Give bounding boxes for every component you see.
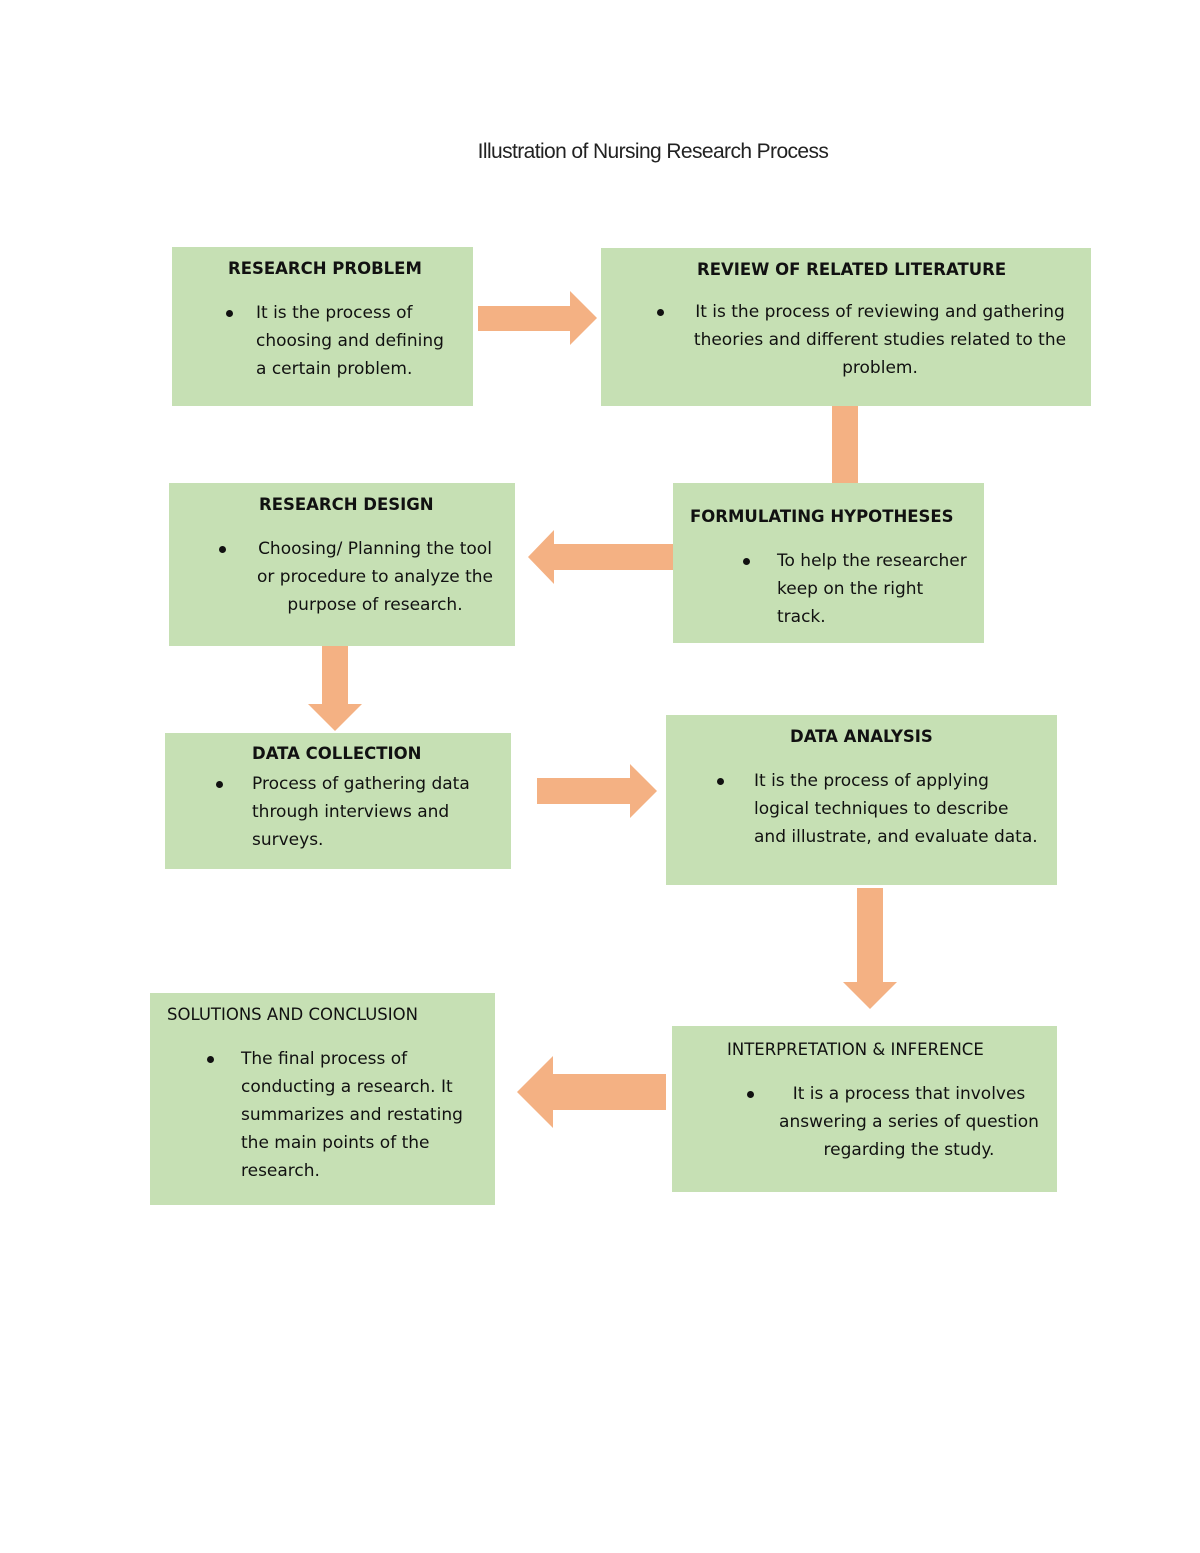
step-review-literature: REVIEW OF RELATED LITERATURE It is the p… — [601, 248, 1091, 406]
step-title: INTERPRETATION & INFERENCE — [727, 1040, 984, 1059]
step-solutions-conclusion: SOLUTIONS AND CONCLUSION The final proce… — [150, 993, 495, 1205]
step-title: RESEARCH PROBLEM — [228, 259, 422, 278]
arrow-down-2 — [308, 638, 362, 731]
diagram-title: Illustration of Nursing Research Process — [477, 140, 829, 163]
step-research-problem: RESEARCH PROBLEM It is the process of ch… — [172, 247, 473, 406]
step-title: DATA ANALYSIS — [790, 727, 933, 746]
step-description: Process of gathering data through interv… — [216, 770, 495, 854]
step-data-analysis: DATA ANALYSIS It is the process of apply… — [666, 715, 1057, 885]
step-title: DATA COLLECTION — [252, 744, 422, 763]
step-research-design: RESEARCH DESIGN Choosing/ Planning the t… — [169, 483, 515, 646]
arrow-down-1 — [818, 392, 872, 511]
step-interpretation-inference: INTERPRETATION & INFERENCE It is a proce… — [672, 1026, 1057, 1192]
step-title: REVIEW OF RELATED LITERATURE — [697, 260, 1007, 279]
arrow-left-1 — [528, 530, 683, 584]
step-title: RESEARCH DESIGN — [259, 495, 434, 514]
arrow-left-2 — [517, 1056, 666, 1128]
arrow-down-3 — [843, 888, 897, 1009]
step-description: Choosing/ Planning the tool or procedure… — [219, 535, 501, 619]
step-description: The final process of conducting a resear… — [207, 1045, 479, 1185]
arrow-right-2 — [537, 764, 657, 818]
step-title: SOLUTIONS AND CONCLUSION — [167, 1005, 418, 1024]
step-description: To help the researcher keep on the right… — [743, 547, 968, 631]
step-description: It is the process of choosing and defini… — [226, 299, 457, 383]
step-description: It is the process of applying logical te… — [717, 767, 1041, 851]
arrow-right-1 — [478, 291, 597, 345]
step-description: It is a process that involves answering … — [747, 1080, 1041, 1164]
step-description: It is the process of reviewing and gathe… — [657, 298, 1073, 382]
step-title: FORMULATING HYPOTHESES — [690, 507, 954, 526]
step-data-collection: DATA COLLECTION Process of gathering dat… — [165, 733, 511, 869]
step-formulating-hypotheses: FORMULATING HYPOTHESES To help the resea… — [673, 483, 984, 643]
